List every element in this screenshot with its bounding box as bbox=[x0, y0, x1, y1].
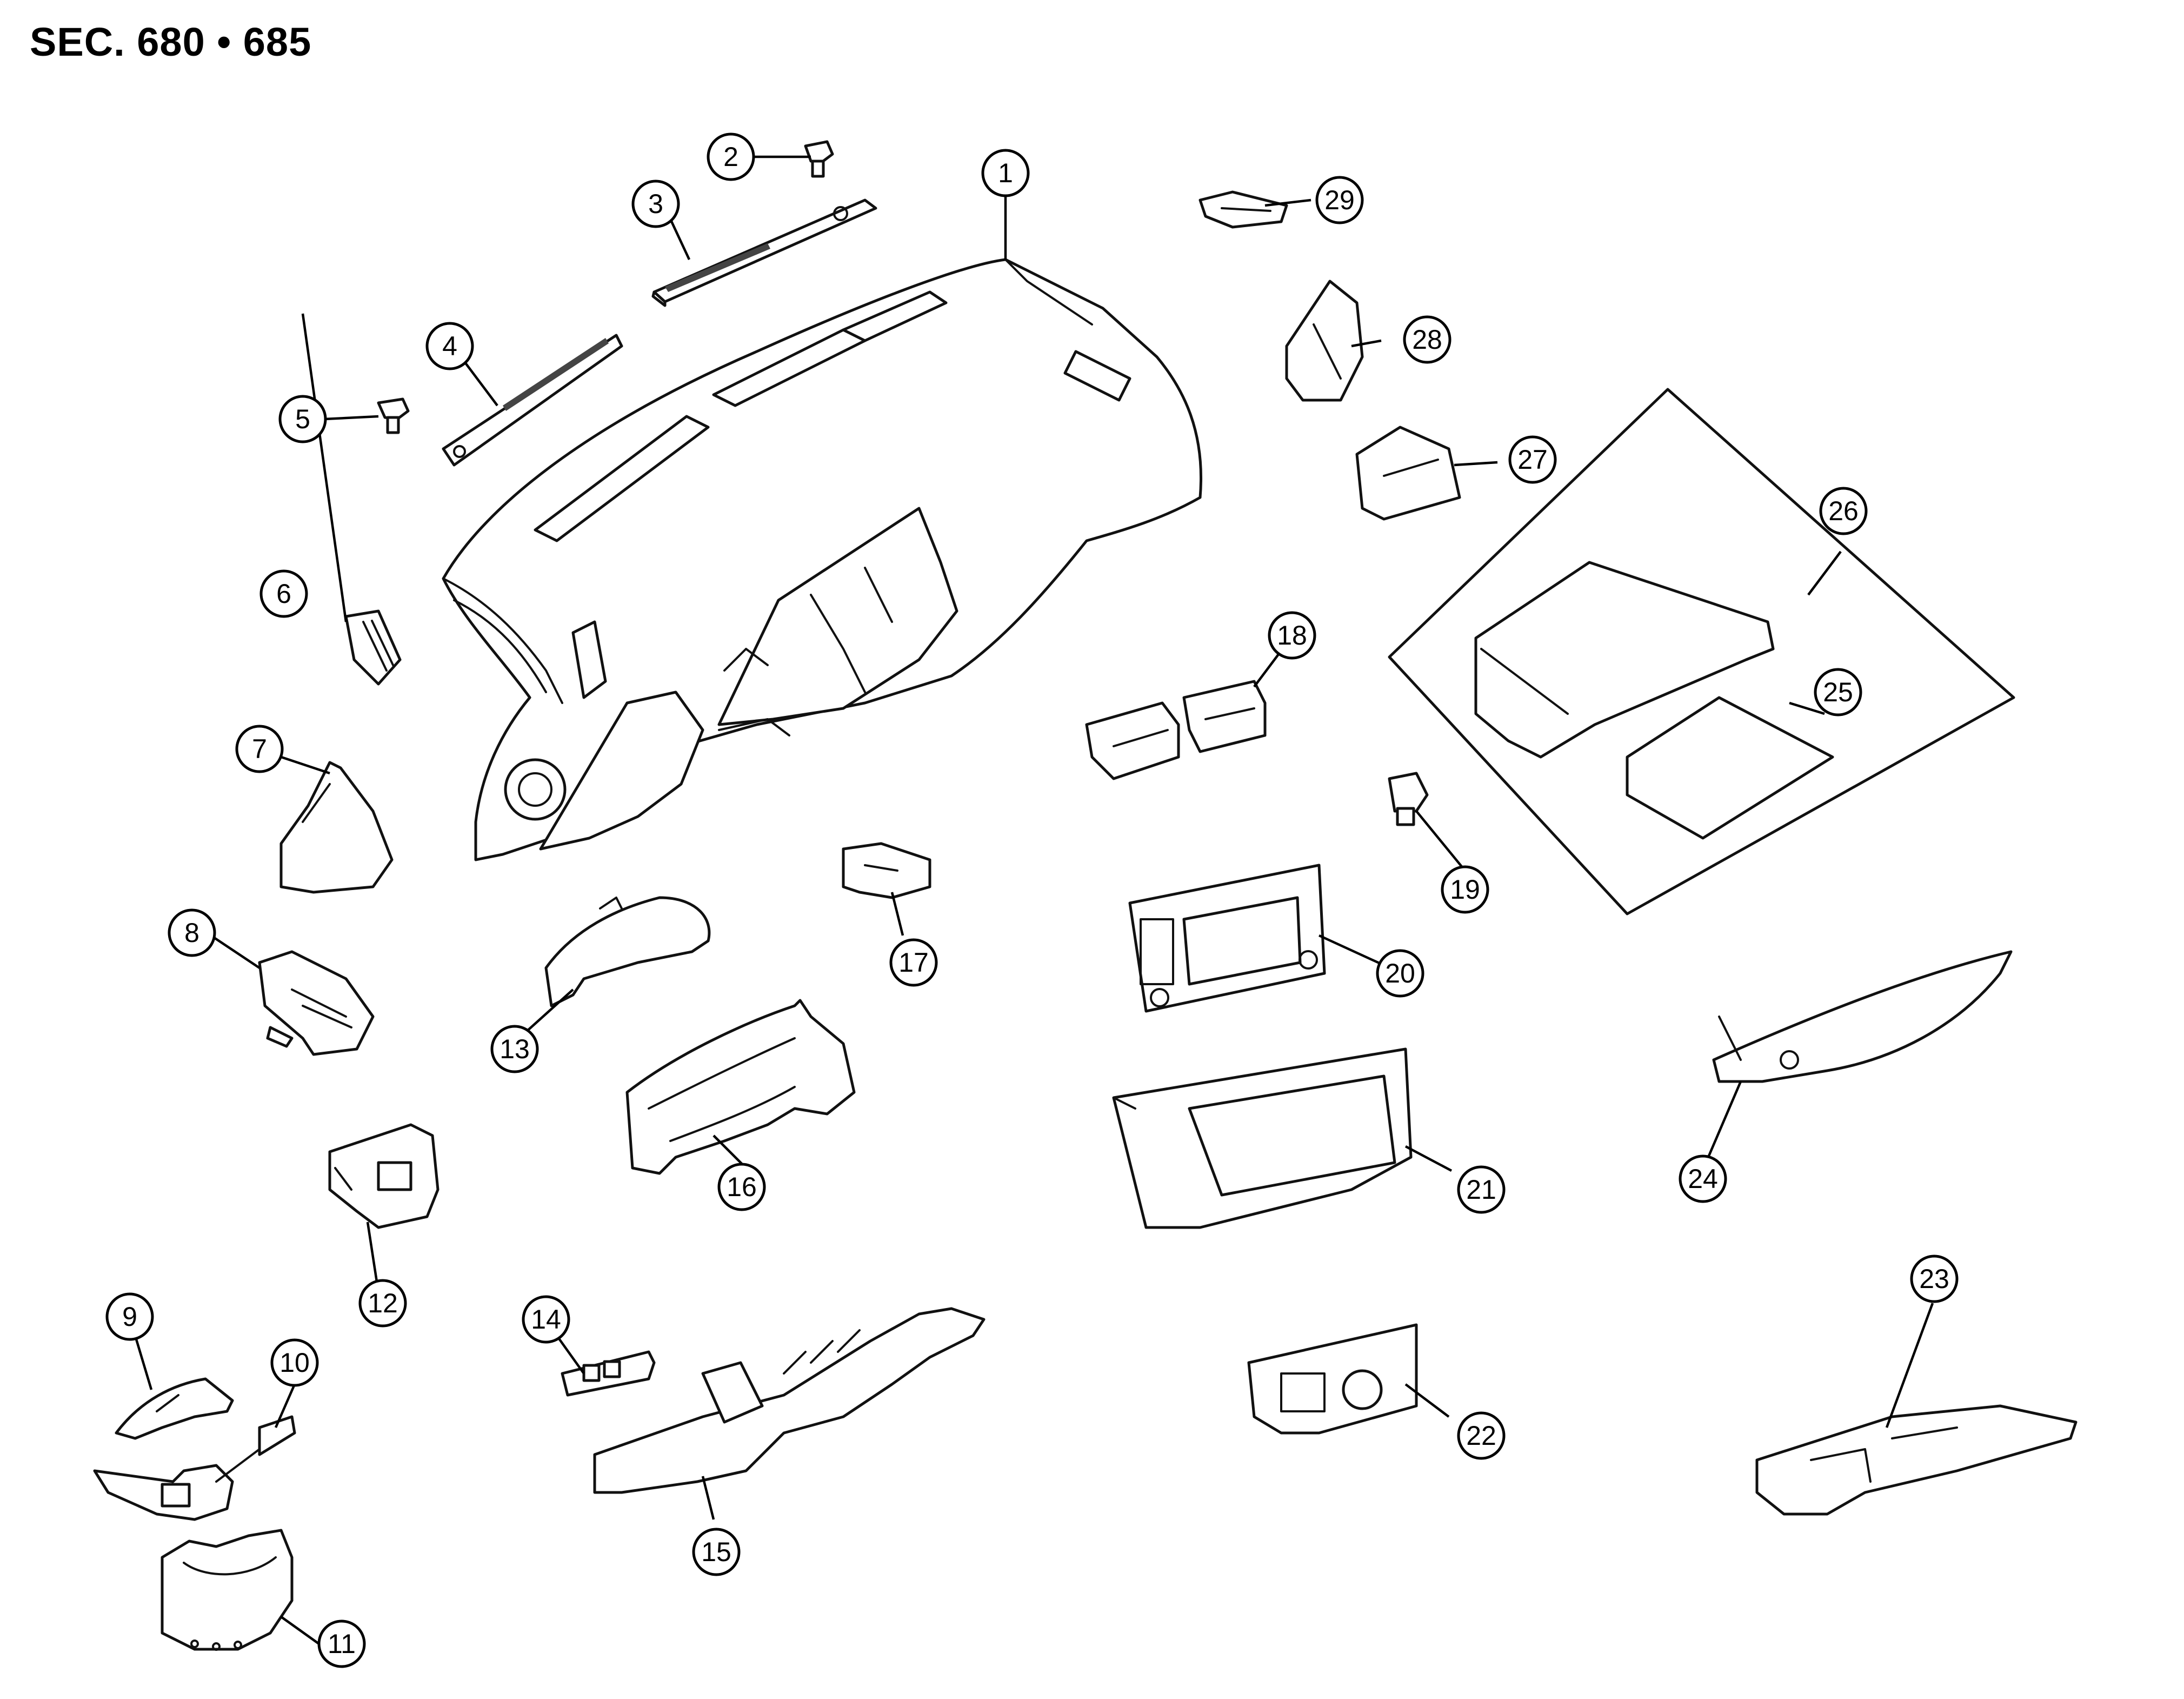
callout-1: 1 bbox=[981, 149, 1030, 197]
part-13-cluster-lid bbox=[544, 896, 711, 1007]
part-22-ac-control bbox=[1247, 1323, 1418, 1435]
callout-10: 10 bbox=[270, 1338, 319, 1387]
callout-11: 11 bbox=[317, 1620, 366, 1668]
part-29-small-vent bbox=[1198, 190, 1288, 229]
part-16-cluster-finisher bbox=[625, 999, 856, 1175]
part-11-column-cover-lower bbox=[161, 1529, 294, 1651]
part-21-center-finisher bbox=[1112, 1047, 1413, 1229]
part-24-glove-box-cover bbox=[1712, 950, 2013, 1083]
callout-24: 24 bbox=[1679, 1154, 1727, 1203]
part-14-bracket bbox=[561, 1350, 656, 1397]
callout-label: 27 bbox=[1517, 444, 1548, 475]
callout-14: 14 bbox=[522, 1295, 570, 1344]
callout-label: 3 bbox=[648, 189, 663, 219]
callout-label: 9 bbox=[122, 1302, 137, 1332]
part-1-instrument-panel bbox=[442, 258, 1203, 861]
part-9-column-cover-upper bbox=[115, 1377, 234, 1440]
part-23-lower-cover bbox=[1755, 1404, 2078, 1516]
callout-label: 15 bbox=[701, 1537, 731, 1567]
callout-18: 18 bbox=[1268, 611, 1316, 660]
callout-label: 4 bbox=[442, 331, 457, 361]
callout-label: 16 bbox=[727, 1172, 757, 1202]
part-6-side-vent bbox=[344, 609, 402, 686]
callout-27: 27 bbox=[1508, 435, 1557, 484]
part-7-side-cover bbox=[279, 761, 394, 894]
part-20-audio-unit bbox=[1128, 864, 1326, 1013]
callout-3: 3 bbox=[631, 180, 680, 228]
callout-28: 28 bbox=[1403, 315, 1451, 364]
callout-15: 15 bbox=[692, 1528, 741, 1576]
callout-label: 22 bbox=[1466, 1421, 1496, 1451]
callout-label: 21 bbox=[1466, 1174, 1496, 1205]
part-15-lower-finisher bbox=[593, 1307, 986, 1494]
callout-label: 1 bbox=[998, 158, 1013, 188]
callout-26: 26 bbox=[1819, 487, 1868, 535]
callout-13: 13 bbox=[490, 1025, 539, 1073]
callout-label: 11 bbox=[328, 1629, 356, 1659]
callout-label: 20 bbox=[1385, 958, 1415, 988]
callout-6: 6 bbox=[259, 569, 308, 618]
callout-17: 17 bbox=[889, 938, 938, 987]
callout-label: 12 bbox=[368, 1288, 398, 1318]
leader-lines bbox=[134, 155, 1934, 1645]
part-12-lower-side-panel bbox=[328, 1123, 440, 1229]
callout-5: 5 bbox=[278, 395, 327, 443]
callout-label: 8 bbox=[184, 918, 199, 948]
callout-label: 23 bbox=[1919, 1264, 1949, 1294]
callout-23: 23 bbox=[1910, 1255, 1959, 1303]
callout-label: 10 bbox=[279, 1348, 310, 1378]
callout-2: 2 bbox=[707, 132, 755, 181]
callout-16: 16 bbox=[717, 1163, 766, 1211]
part-10-combination-switch bbox=[93, 1415, 296, 1521]
callout-label: 13 bbox=[500, 1034, 530, 1064]
callout-22: 22 bbox=[1457, 1411, 1506, 1460]
callout-12: 12 bbox=[358, 1279, 407, 1328]
part-4-defroster-grille bbox=[442, 334, 623, 467]
callout-label: 6 bbox=[276, 579, 291, 609]
part-2-clip bbox=[804, 140, 834, 178]
callout-label: 14 bbox=[531, 1304, 561, 1335]
part-3-defroster-grille bbox=[651, 198, 877, 307]
callout-label: 28 bbox=[1412, 324, 1442, 355]
callout-label: 18 bbox=[1277, 620, 1307, 651]
callout-7: 7 bbox=[235, 725, 284, 773]
callout-19: 19 bbox=[1441, 865, 1489, 914]
callout-label: 25 bbox=[1823, 677, 1853, 707]
callout-label: 17 bbox=[898, 947, 929, 978]
part-27-side-vent-right bbox=[1355, 426, 1461, 521]
callout-label: 2 bbox=[723, 142, 738, 172]
section-title: SEC. 680 • 685 bbox=[30, 19, 312, 64]
part-28-side-cover-right bbox=[1285, 280, 1364, 402]
part-17-bracket bbox=[842, 842, 931, 899]
part-26-glove-box-assembly bbox=[1388, 388, 2015, 915]
callout-label: 26 bbox=[1828, 496, 1859, 526]
part-18-center-vents bbox=[1085, 680, 1267, 780]
callout-4: 4 bbox=[425, 322, 474, 370]
callout-20: 20 bbox=[1376, 949, 1424, 998]
callout-8: 8 bbox=[168, 908, 216, 957]
callout-9: 9 bbox=[105, 1292, 154, 1341]
callout-label: 5 bbox=[295, 404, 310, 434]
callout-label: 24 bbox=[1688, 1164, 1718, 1194]
part-25-glove-box-inner bbox=[1626, 696, 1834, 840]
part-8-side-vent-left bbox=[258, 950, 375, 1056]
callout-label: 7 bbox=[252, 734, 267, 764]
callout-label: 29 bbox=[1324, 185, 1355, 215]
part-5-clip bbox=[377, 397, 410, 434]
part-19-switch bbox=[1388, 772, 1429, 826]
callout-25: 25 bbox=[1814, 668, 1862, 716]
callout-21: 21 bbox=[1457, 1165, 1506, 1214]
callout-29: 29 bbox=[1315, 176, 1364, 224]
callout-label: 19 bbox=[1450, 874, 1480, 905]
